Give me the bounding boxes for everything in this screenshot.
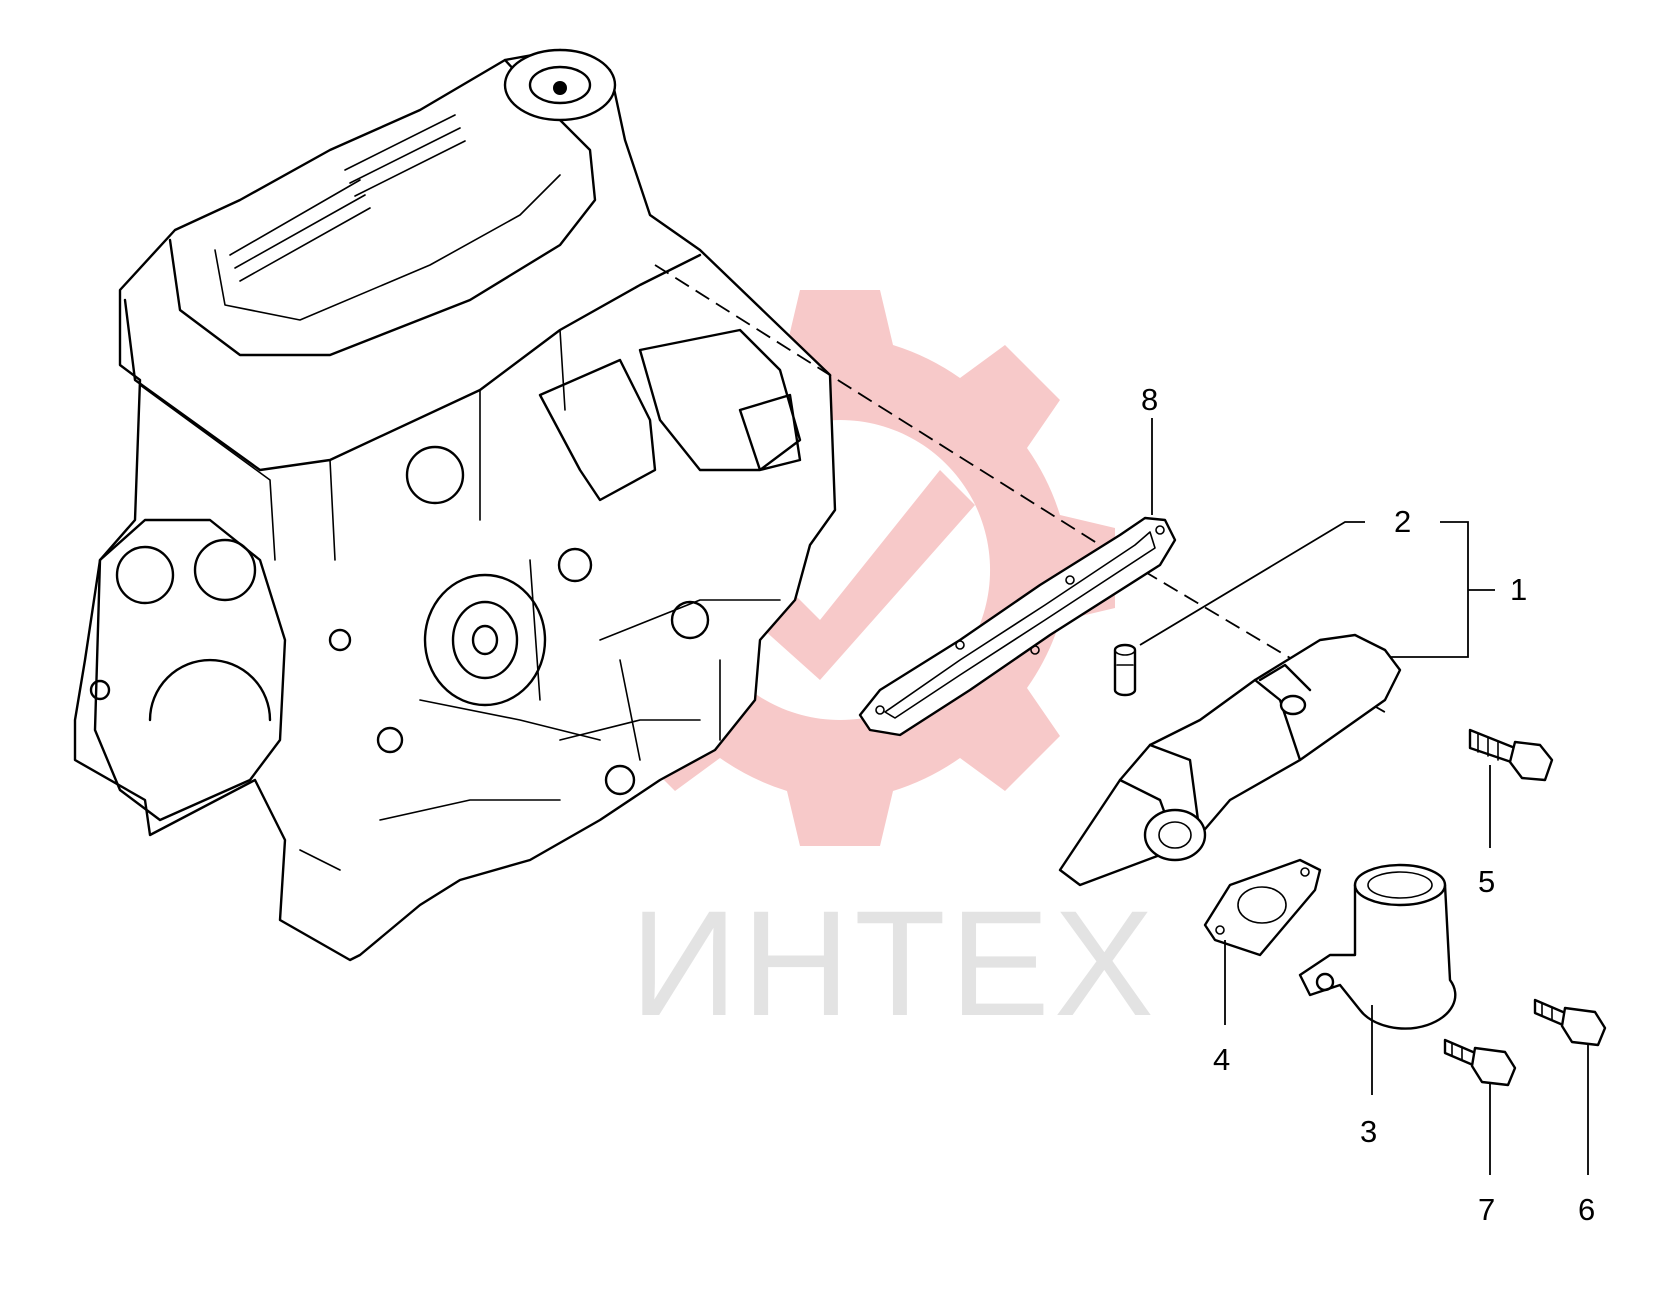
callout-8: 8 [1141,382,1158,417]
watermark-text: ИНТЕХ [630,879,1158,1047]
watermark-check-mark [725,470,975,680]
callout-2: 2 [1394,504,1411,539]
valve-cover [168,58,597,357]
block-lower-detail [299,559,781,871]
water-pump-pulley [423,573,547,707]
part-4-flange-gasket [1203,858,1322,957]
bolt-drawing [1468,728,1554,782]
block-side-openings [538,328,802,502]
water-manifold-drawing [1058,633,1402,887]
dowel-pin-drawing [1113,643,1137,697]
leader-2 [1139,521,1365,646]
engine-block-drawing [73,48,837,962]
front-cover [93,518,287,822]
callout-1: 1 [1510,572,1527,607]
valve-cover-ribs [229,114,466,282]
gasket-drawing [858,516,1177,737]
leader-lines [1139,418,1589,1175]
part-8-gasket [858,516,1177,737]
callout-4: 4 [1213,1042,1230,1077]
part-1-water-manifold [1058,633,1402,887]
bolt-drawing [1443,1038,1517,1087]
callout-7: 7 [1478,1192,1495,1227]
callout-5: 5 [1478,864,1495,899]
callout-6: 6 [1578,1192,1595,1227]
part-2-dowel-pin [1113,643,1137,697]
cylinder-head [123,253,702,472]
part-3-outlet-connection [1298,883,1457,1030]
leader-1-bracket [1390,521,1495,658]
flange-gasket-drawing [1203,858,1322,957]
callout-3: 3 [1360,1114,1377,1149]
outlet-connection-drawing [1298,863,1457,1030]
bolt-drawing [1533,998,1607,1047]
engine-block-outline [73,48,837,962]
manifold-outlet-flange [1143,808,1207,862]
